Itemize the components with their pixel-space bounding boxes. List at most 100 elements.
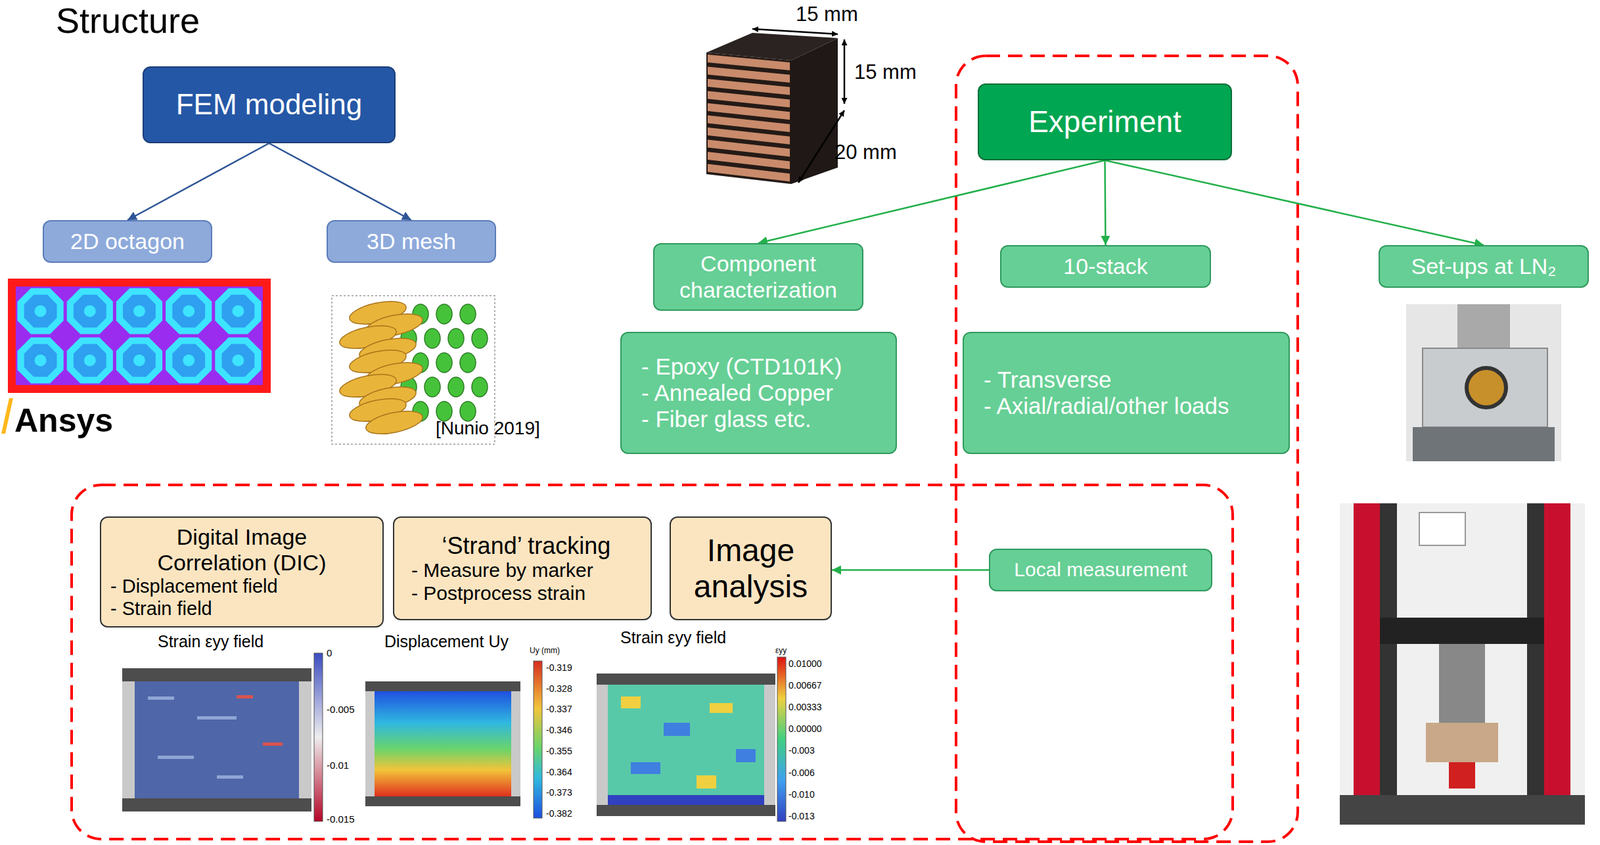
octagon-fem-plot-part [165, 287, 212, 334]
dimension-label: 15 mm [795, 2, 859, 27]
displacement-field-image-part [533, 661, 543, 819]
mesh-3d-illustration-part [424, 328, 441, 349]
figure-caption: Strain εyy field [157, 632, 264, 652]
octagon-fem-plot [7, 278, 271, 393]
strain-field-image-part [735, 749, 756, 763]
connector-arrow [1105, 160, 1485, 246]
octagon-fem-plot-part [214, 337, 261, 384]
colorbar-tick: -0.319 [546, 662, 573, 673]
colorbar-tick: -0.013 [788, 810, 815, 822]
mesh-3d-illustration-part [436, 304, 453, 324]
cryostat-photo-part [1457, 304, 1510, 351]
dimension-label: 20 mm [834, 140, 897, 165]
colorbar-tick: -0.015 [326, 813, 355, 825]
colorbar-tick: -0.005 [326, 703, 355, 715]
connector-arrow [1105, 160, 1106, 246]
strain-field-image-part [147, 696, 175, 700]
strain-field-image [596, 657, 786, 822]
strain-field-image-part [216, 775, 244, 779]
node-text: - Displacement field [110, 575, 374, 598]
method-box: Image analysis [669, 516, 832, 621]
colorbar-tick: εyy [775, 646, 787, 656]
colorbar-tick: Uy (mm) [529, 646, 560, 656]
mesh-3d-illustration-part [364, 406, 425, 439]
octagon-fem-plot-part [165, 337, 212, 384]
mesh-3d-illustration-part [459, 352, 476, 373]
dashed-region [956, 55, 1298, 842]
colorbar-tick: 0 [326, 647, 332, 659]
testing-machine-photo-part [1419, 512, 1466, 546]
colorbar-tick: 0.01000 [788, 658, 823, 669]
testing-machine-photo-part [1379, 617, 1545, 644]
colorbar-tick: -0.01 [326, 759, 349, 771]
colorbar-tick: -0.010 [788, 789, 815, 800]
process-box: Local measurement [988, 548, 1213, 592]
strain-field-image-part [696, 775, 717, 789]
colorbar-tick: 0.00667 [788, 680, 823, 691]
strain-field-image-part [236, 695, 253, 699]
specimen-block [706, 32, 838, 184]
mesh-3d-illustration-part [448, 377, 464, 397]
strain-field-image-part [122, 668, 312, 682]
colorbar-tick: -0.382 [546, 808, 573, 819]
process-box: 2D octagon [42, 220, 213, 263]
colorbar-tick: -0.003 [788, 745, 815, 756]
connector-arrow [127, 143, 270, 221]
strain-field-image-part [262, 742, 283, 746]
process-box: Set-ups at LN₂ [1378, 245, 1589, 288]
connector-arrow [831, 569, 989, 572]
process-box: Component characterization [653, 243, 864, 311]
displacement-field-image [365, 661, 543, 819]
octagon-fem-plot-part [15, 286, 263, 386]
colorbar-tick: -0.006 [788, 767, 815, 778]
colorbar-tick: -0.364 [546, 766, 573, 778]
dimension-arrow-part [752, 28, 838, 35]
dimension-arrow [752, 28, 845, 183]
cryostat-photo-part [1422, 348, 1548, 428]
octagon-fem-plot-part [116, 287, 163, 334]
node-text: - Postprocess strain [411, 582, 642, 606]
diagram-title: Structure [55, 1, 200, 41]
node-heading: 2D octagon [53, 228, 202, 255]
strain-field-image-part [314, 653, 323, 822]
strain-field-image-part [777, 657, 786, 822]
mesh-3d-illustration-part [471, 377, 488, 397]
strain-field-image [122, 653, 323, 822]
node-heading: 10-stack [1010, 253, 1201, 280]
testing-machine-photo-part [1425, 722, 1499, 763]
node-heading: Component characterization [663, 251, 853, 303]
displacement-field-image-part [365, 681, 521, 692]
colorbar-tick: -0.355 [546, 745, 573, 757]
strain-field-image-part [157, 755, 194, 759]
mesh-3d-illustration-part [424, 377, 441, 397]
mesh-3d-illustration-part [448, 328, 464, 349]
testing-machine-photo-part [1379, 503, 1397, 796]
node-text: - Fiber glass etc. [641, 406, 887, 433]
node-heading: ‘Strand’ tracking [411, 532, 642, 560]
colorbar-tick: 0.00000 [788, 723, 823, 734]
displacement-field-image-part [365, 681, 521, 807]
testing-machine-photo-part [1353, 503, 1380, 825]
displacement-field-image-part [365, 796, 521, 807]
node-heading: Image analysis [680, 532, 822, 605]
node-heading: Local measurement [999, 558, 1202, 582]
strain-field-image-part [607, 684, 765, 805]
method-box: ‘Strand’ tracking- Measure by marker- Po… [392, 516, 652, 621]
list-box: - Epoxy (CTD101K)- Annealed Copper- Fibe… [620, 331, 897, 455]
octagon-fem-plot-part [67, 337, 114, 384]
node-heading: - Transverse [983, 366, 1280, 393]
node-text: - Strain field [110, 597, 374, 620]
mesh-3d-illustration-part [436, 352, 453, 373]
strain-field-image-part [197, 716, 237, 720]
cryostat-photo-part [1412, 427, 1555, 462]
node-heading: 3D mesh [337, 228, 486, 255]
strain-field-image-part [596, 673, 776, 817]
strain-field-image-part [709, 703, 733, 713]
strain-field-image-part [122, 798, 312, 812]
testing-machine-photo-part [1339, 503, 1585, 825]
logo-mark [1, 398, 14, 434]
colorbar-tick: -0.337 [546, 703, 573, 715]
figure-caption: Displacement Uy [384, 632, 509, 652]
process-box: 10-stack [1000, 245, 1212, 288]
specimen-block-part [706, 52, 792, 184]
